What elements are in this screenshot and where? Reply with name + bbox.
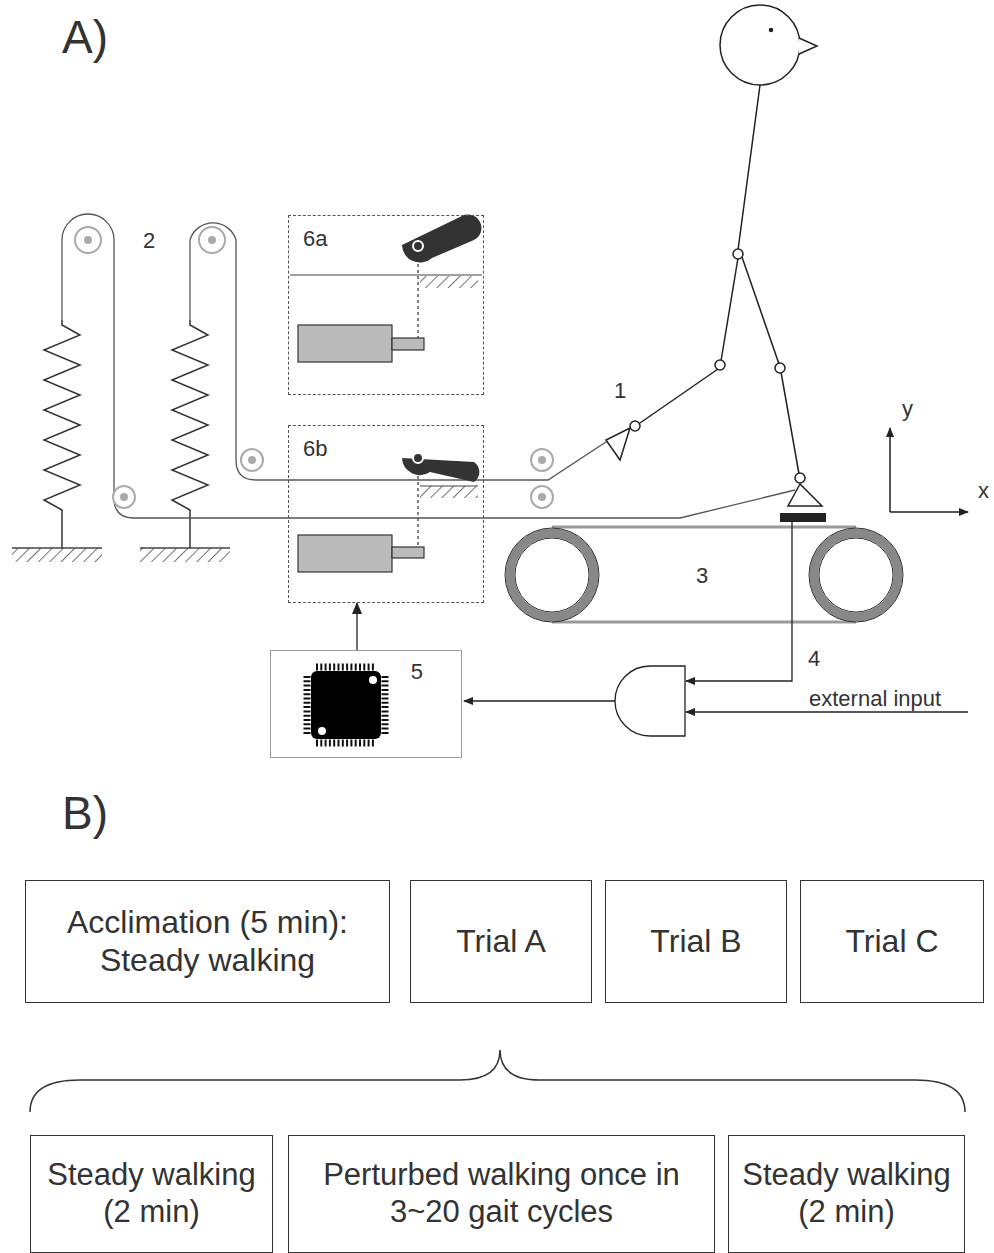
- callout-number: 4: [808, 648, 820, 670]
- node-text: Trial C: [845, 923, 938, 961]
- ground-hatch: [140, 548, 230, 562]
- ground-hatch: [12, 548, 102, 562]
- microcontroller-chip: [307, 667, 385, 743]
- actuator: [298, 325, 392, 362]
- callout-number: 1: [614, 380, 626, 402]
- phase-box: Acclimation (5 min): Steady walking: [25, 880, 390, 1003]
- axis-label: y: [902, 398, 913, 420]
- trial-box: Trial A: [410, 880, 592, 1003]
- cam: [402, 215, 481, 263]
- pulley-axle: [84, 236, 546, 501]
- actuator-box: 6b: [288, 425, 484, 603]
- node-text: 5: [411, 659, 423, 685]
- controller-box: 5: [270, 650, 462, 758]
- walker-figure: [606, 5, 822, 506]
- phase-box: Perturbed walking once in 3~20 gait cycl…: [288, 1135, 715, 1253]
- cable: [62, 214, 795, 518]
- ground-hatch: [420, 276, 478, 288]
- node-text: 6a: [303, 226, 327, 252]
- ground-hatch: [420, 486, 478, 498]
- node-text: Steady walking (2 min): [735, 1157, 958, 1230]
- callout-number: 2: [143, 230, 155, 252]
- node-text: 6b: [303, 436, 327, 462]
- brace: [30, 1050, 965, 1112]
- treadmill: [505, 513, 903, 622]
- panel-label: A): [62, 14, 108, 60]
- actuator: [298, 535, 392, 572]
- spring: [44, 320, 208, 548]
- panel-label: B): [62, 790, 108, 836]
- phase-box: Steady walking (2 min): [30, 1135, 273, 1253]
- node-text: Acclimation (5 min): Steady walking: [36, 904, 379, 980]
- node-text: Trial B: [650, 923, 741, 961]
- phase-box: Steady walking (2 min): [728, 1135, 965, 1253]
- trial-box: Trial B: [605, 880, 787, 1003]
- node-text: Steady walking (2 min): [37, 1157, 266, 1230]
- pulley: [75, 227, 553, 508]
- signal-name: external input: [807, 688, 943, 710]
- actuator-box: 6a: [288, 215, 484, 395]
- trial-box: Trial C: [800, 880, 984, 1003]
- node-text: Perturbed walking once in 3~20 gait cycl…: [299, 1157, 704, 1230]
- signal-arrow: [356, 603, 357, 650]
- callout-number: 3: [696, 565, 708, 587]
- node-text: Trial A: [456, 923, 546, 961]
- axis-label: x: [978, 480, 989, 502]
- and-gate: [615, 666, 685, 736]
